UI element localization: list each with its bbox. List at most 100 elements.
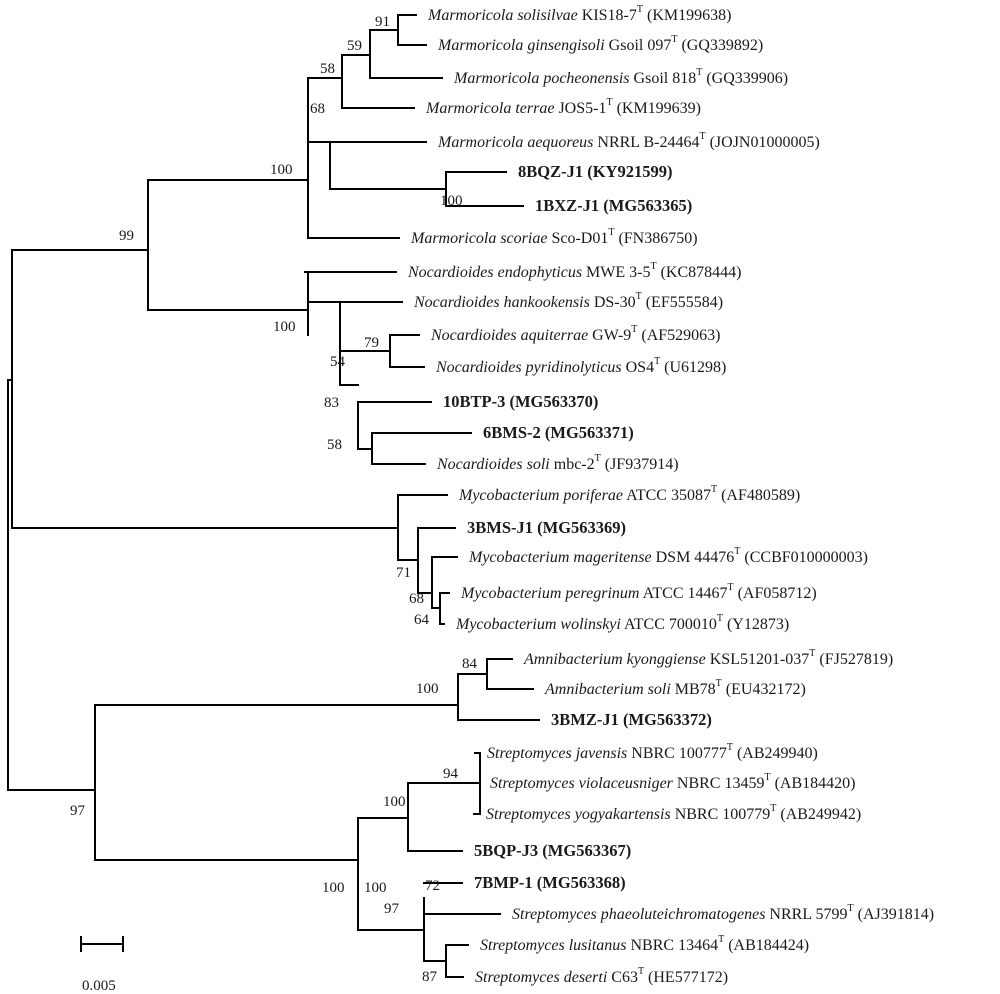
- taxon-name: Mycobacterium mageritense: [468, 549, 652, 566]
- isolate-label: 10BTP-3 (MG563370): [443, 392, 598, 411]
- accession-number: (U61298): [660, 359, 726, 376]
- strain-name: Gsoil 818: [630, 70, 697, 87]
- bootstrap-value: 100: [383, 794, 406, 810]
- accession-number: (AB184424): [724, 937, 809, 954]
- taxon-name: Marmoricola scoriae: [410, 230, 547, 247]
- isolate-label: 6BMS-2 (MG563371): [483, 423, 634, 442]
- type-strain-superscript: T: [650, 261, 656, 272]
- taxon-name: Amnibacterium kyonggiense: [523, 651, 706, 668]
- scale-bar: 0.005: [80, 936, 124, 994]
- type-strain-superscript: T: [636, 291, 642, 302]
- strain-name: KSL51201-037: [706, 651, 810, 668]
- taxon-label: Marmoricola ginsengisoli Gsoil 097T (GQ3…: [437, 34, 763, 54]
- type-strain-superscript: T: [711, 484, 717, 495]
- taxon-name: Nocardioides hankookensis: [413, 294, 590, 311]
- bootstrap-value: 58: [327, 437, 342, 453]
- taxon-label: Mycobacterium mageritense DSM 44476T (CC…: [468, 546, 868, 566]
- scale-bar-label: 0.005: [82, 978, 116, 994]
- bootstrap-value: 79: [364, 335, 379, 351]
- bootstrap-value: 94: [443, 766, 459, 782]
- strain-name: NBRC 13464: [627, 937, 719, 954]
- bootstrap-value: 99: [119, 228, 134, 244]
- type-strain-superscript: T: [809, 648, 815, 659]
- accession-number: (GQ339906): [702, 70, 788, 87]
- taxon-name: Streptomyces lusitanus: [480, 937, 627, 954]
- strain-name: Sco-D01: [547, 230, 608, 247]
- taxon-name: Nocardioides soli: [436, 456, 550, 473]
- bootstrap-value: 84: [462, 656, 478, 672]
- bootstrap-value: 97: [70, 803, 86, 819]
- bootstrap-value: 83: [324, 395, 339, 411]
- taxon-name: Mycobacterium wolinskyi: [455, 616, 621, 633]
- type-strain-superscript: T: [764, 772, 770, 783]
- type-strain-superscript: T: [734, 546, 740, 557]
- isolate-label: 7BMP-1 (MG563368): [474, 873, 626, 892]
- accession-number: (AJ391814): [854, 906, 934, 923]
- accession-number: (GQ339892): [677, 37, 763, 54]
- isolate-label: 3BMZ-J1 (MG563372): [551, 710, 712, 729]
- taxon-name: Streptomyces deserti: [475, 969, 607, 986]
- taxon-label: Streptomyces lusitanus NBRC 13464T (AB18…: [480, 934, 809, 954]
- isolate-label: 8BQZ-J1 (KY921599): [518, 162, 672, 181]
- accession-number: (KM199639): [613, 100, 701, 117]
- accession-number: (AF058712): [734, 585, 817, 602]
- taxon-label: Marmoricola scoriae Sco-D01T (FN386750): [410, 227, 698, 247]
- bootstrap-value: 91: [375, 14, 390, 30]
- bootstrap-value: 59: [347, 38, 362, 54]
- bootstrap-value: 97: [384, 901, 400, 917]
- bootstrap-value: 87: [422, 969, 438, 985]
- strain-name: JOS5-1: [554, 100, 606, 117]
- type-strain-superscript: T: [637, 4, 643, 15]
- strain-name: NBRC 100777: [627, 745, 727, 762]
- accession-number: (AF529063): [637, 327, 720, 344]
- taxon-label: Mycobacterium wolinskyi ATCC 700010T (Y1…: [455, 613, 789, 633]
- taxon-name: Marmoricola ginsengisoli: [437, 37, 605, 54]
- type-strain-superscript: T: [727, 582, 733, 593]
- strain-name: OS4: [622, 359, 654, 376]
- type-strain-superscript: T: [696, 67, 702, 78]
- accession-number: (AF480589): [717, 487, 800, 504]
- type-strain-superscript: T: [631, 324, 637, 335]
- taxon-label: Marmoricola terrae JOS5-1T (KM199639): [425, 97, 701, 117]
- accession-number: (CCBF010000003): [740, 549, 868, 566]
- taxon-name: Marmoricola terrae: [425, 100, 554, 117]
- taxon-label: Mycobacterium poriferae ATCC 35087T (AF4…: [458, 484, 800, 504]
- strain-name: KIS18-7: [578, 7, 637, 24]
- type-strain-superscript: T: [606, 97, 612, 108]
- accession-number: (FN386750): [614, 230, 697, 247]
- strain-name: mbc-2: [550, 456, 595, 473]
- taxon-label: Nocardioides endophyticus MWE 3-5T (KC87…: [407, 261, 741, 281]
- taxon-label: Streptomyces yogyakartensis NBRC 100779T…: [486, 803, 861, 823]
- bootstrap-value: 72: [425, 878, 440, 894]
- taxon-name: Amnibacterium soli: [544, 681, 671, 698]
- taxon-name: Streptomyces phaeoluteichromatogenes: [512, 906, 765, 923]
- taxon-label: Nocardioides aquiterrae GW-9T (AF529063): [430, 324, 721, 344]
- taxon-label: Amnibacterium soli MB78T (EU432172): [544, 678, 806, 698]
- leaf-labels: Marmoricola solisilvae KIS18-7T (KM19963…: [407, 4, 934, 986]
- taxon-label: Streptomyces deserti C63T (HE577172): [475, 966, 728, 986]
- accession-number: (HE577172): [644, 969, 728, 986]
- taxon-label: Streptomyces phaeoluteichromatogenes NRR…: [512, 903, 934, 923]
- type-strain-superscript: T: [770, 803, 776, 814]
- bootstrap-value: 58: [320, 61, 335, 77]
- isolate-label: 1BXZ-J1 (MG563365): [535, 196, 692, 215]
- taxon-name: Marmoricola solisilvae: [427, 7, 578, 24]
- accession-number: (Y12873): [723, 616, 789, 633]
- type-strain-superscript: T: [716, 678, 722, 689]
- taxon-name: Streptomyces yogyakartensis: [486, 806, 671, 823]
- type-strain-superscript: T: [595, 453, 601, 464]
- bootstrap-value: 71: [396, 565, 411, 581]
- bootstrap-value: 68: [409, 591, 424, 607]
- taxon-name: Nocardioides endophyticus: [407, 264, 582, 281]
- isolate-label: 3BMS-J1 (MG563369): [467, 518, 626, 537]
- accession-number: (FJ527819): [815, 651, 893, 668]
- strain-name: MB78: [671, 681, 716, 698]
- taxon-name: Marmoricola aequoreus: [437, 134, 593, 151]
- type-strain-superscript: T: [727, 742, 733, 753]
- bootstrap-value: 100: [270, 162, 293, 178]
- strain-name: ATCC 700010: [621, 616, 717, 633]
- taxon-label: Nocardioides pyridinolyticus OS4T (U6129…: [435, 356, 726, 376]
- strain-name: NBRC 100779: [671, 806, 771, 823]
- taxon-label: Nocardioides soli mbc-2T (JF937914): [436, 453, 679, 473]
